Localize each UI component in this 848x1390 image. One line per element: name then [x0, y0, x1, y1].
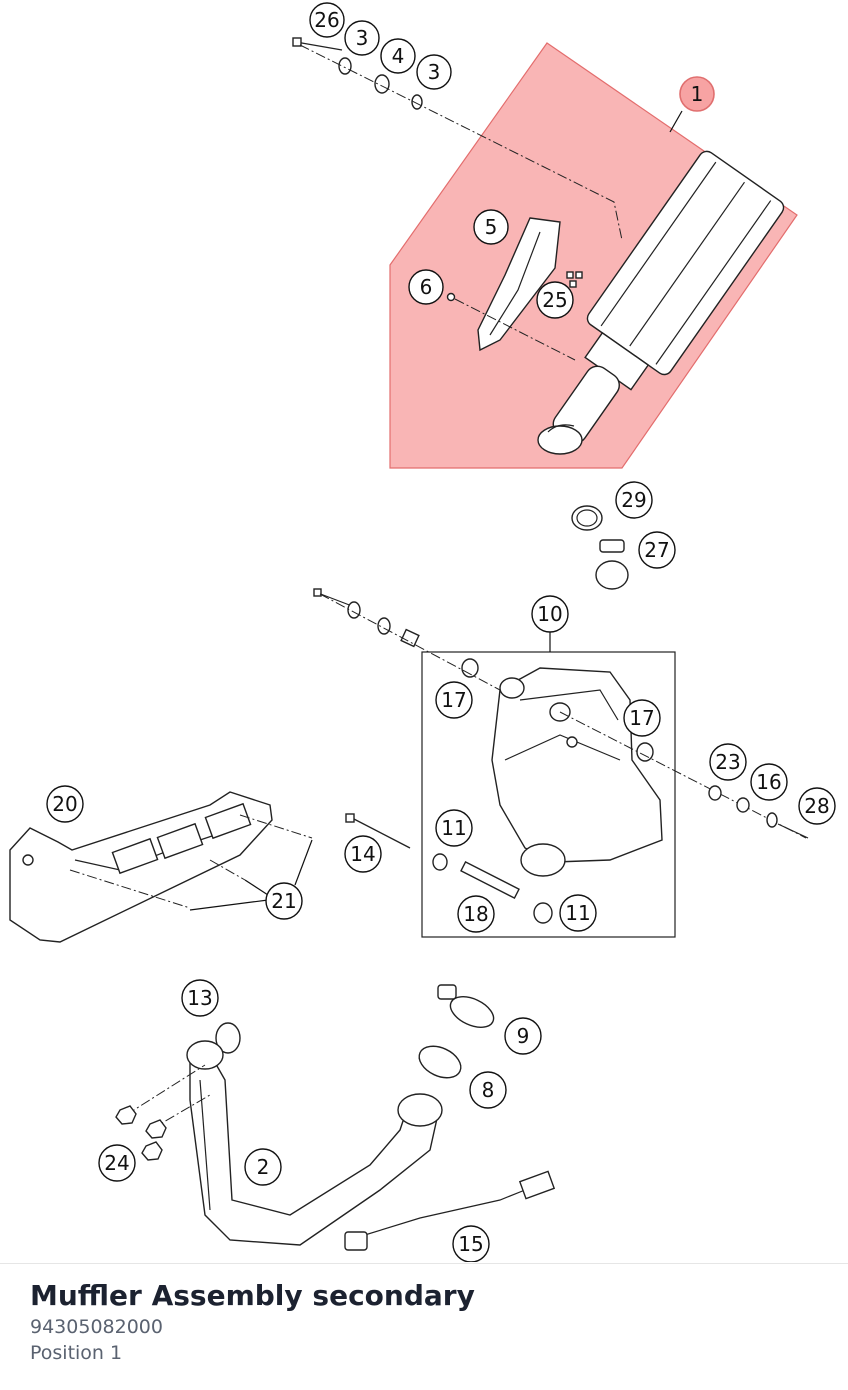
- svg-text:18: 18: [463, 902, 488, 926]
- svg-text:15: 15: [458, 1232, 483, 1256]
- callout-8[interactable]: 8: [469, 1071, 507, 1109]
- svg-text:27: 27: [644, 538, 669, 562]
- callout-21[interactable]: 21: [265, 882, 303, 920]
- callout-11a[interactable]: 11: [435, 809, 473, 847]
- callout-16[interactable]: 16: [750, 763, 788, 801]
- svg-text:24: 24: [104, 1151, 129, 1175]
- svg-text:14: 14: [350, 842, 375, 866]
- callout-24[interactable]: 24: [98, 1144, 136, 1182]
- callout-11b[interactable]: 11: [559, 894, 597, 932]
- svg-text:9: 9: [517, 1024, 530, 1048]
- svg-text:4: 4: [392, 44, 405, 68]
- part-number: 94305082000: [30, 1316, 163, 1338]
- part-title: Muffler Assembly secondary: [30, 1279, 475, 1312]
- callout-26[interactable]: 26: [309, 2, 345, 38]
- svg-text:3: 3: [356, 26, 369, 50]
- part-info-panel: Muffler Assembly secondary 94305082000 P…: [30, 1278, 475, 1366]
- header-pipe-drawing: [186, 1022, 443, 1246]
- svg-text:8: 8: [482, 1078, 495, 1102]
- callout-17a[interactable]: 17: [435, 681, 473, 719]
- callout-18[interactable]: 18: [457, 895, 495, 933]
- callout-14[interactable]: 14: [344, 835, 382, 873]
- callout-23[interactable]: 23: [709, 743, 747, 781]
- callout-5[interactable]: 5: [473, 209, 509, 245]
- callout-20[interactable]: 20: [46, 785, 84, 823]
- svg-text:16: 16: [756, 770, 781, 794]
- svg-text:23: 23: [715, 750, 740, 774]
- svg-text:10: 10: [537, 602, 562, 626]
- svg-text:29: 29: [621, 488, 646, 512]
- svg-text:26: 26: [314, 8, 339, 32]
- svg-text:2: 2: [257, 1155, 270, 1179]
- info-divider: [0, 1263, 848, 1264]
- bracket-drawing: [9, 791, 273, 943]
- svg-text:21: 21: [271, 889, 296, 913]
- svg-text:11: 11: [441, 816, 466, 840]
- callout-13[interactable]: 13: [181, 979, 219, 1017]
- callout-2[interactable]: 2: [244, 1148, 282, 1186]
- callout-15[interactable]: 15: [452, 1225, 490, 1262]
- callout-6[interactable]: 6: [408, 269, 444, 305]
- callout-27[interactable]: 27: [638, 531, 676, 569]
- callout-28[interactable]: 28: [798, 787, 836, 825]
- svg-text:28: 28: [804, 794, 829, 818]
- callout-17b[interactable]: 17: [623, 699, 661, 737]
- svg-text:13: 13: [187, 986, 212, 1010]
- callout-3[interactable]: 3: [344, 20, 380, 56]
- svg-text:11: 11: [565, 901, 590, 925]
- svg-text:6: 6: [420, 275, 433, 299]
- callout-25[interactable]: 25: [536, 281, 574, 319]
- svg-text:20: 20: [52, 792, 77, 816]
- part-position: Position 1: [30, 1342, 123, 1364]
- muffler-drawing: [292, 37, 785, 455]
- callout-10[interactable]: 10: [531, 595, 569, 633]
- exploded-parts-diagram: 26 3 4 3 1 5 6 25 29 27 10 17 17 23 16 2…: [9, 2, 836, 1262]
- svg-text:17: 17: [441, 688, 466, 712]
- svg-text:5: 5: [485, 215, 498, 239]
- callout-9[interactable]: 9: [504, 1017, 542, 1055]
- svg-text:3: 3: [428, 60, 441, 84]
- svg-text:17: 17: [629, 706, 654, 730]
- manifold-drawing: [491, 667, 663, 877]
- callout-3b[interactable]: 3: [416, 54, 452, 90]
- svg-text:1: 1: [691, 82, 704, 106]
- callout-4[interactable]: 4: [380, 38, 416, 74]
- callout-1[interactable]: 1: [679, 76, 715, 112]
- svg-text:25: 25: [542, 288, 567, 312]
- callout-29[interactable]: 29: [615, 481, 653, 519]
